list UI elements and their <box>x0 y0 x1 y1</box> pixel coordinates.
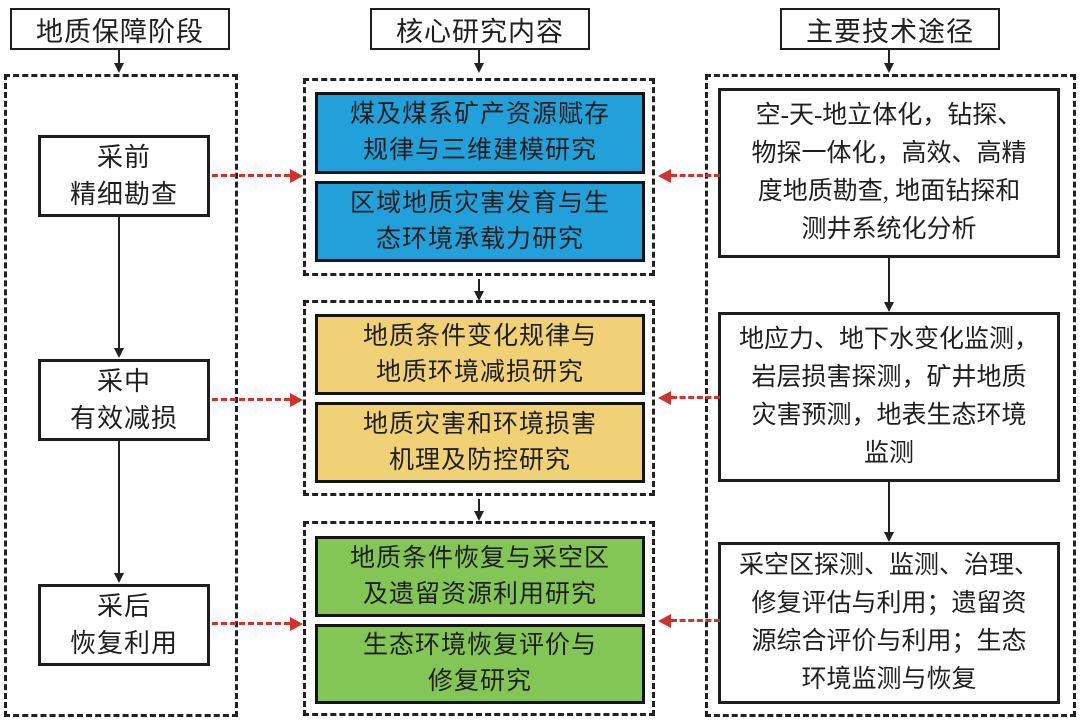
arrow-tech2-to-tech3 <box>884 482 894 542</box>
core-section-mining <box>303 300 655 496</box>
arrow-red-tech2-to-core <box>658 391 720 405</box>
tech-panel <box>705 74 1076 717</box>
core-box-hazard-damage-prevention: 地质灾害和环境损害 机理及防控研究 <box>315 402 645 483</box>
tech-box-monitoring: 地应力、地下水变化监测， 岩层损害探测，矿井地质 灾害预测，地表生态环境 监测 <box>718 312 1060 482</box>
header-core-research: 核心研究内容 <box>370 8 590 50</box>
arrow-red-stage2-to-core <box>212 393 303 407</box>
arrow-red-tech1-to-core <box>658 169 720 183</box>
arrow-core-sec1-to-sec2 <box>474 279 484 301</box>
arrow-core-sec2-to-sec3 <box>474 499 484 521</box>
stage-box-premining: 采前 精细勘查 <box>38 135 210 217</box>
stage-panel <box>4 74 238 717</box>
arrow-stage2-to-stage3 <box>114 441 124 583</box>
arrow-header-tech-down <box>884 50 894 73</box>
core-box-regional-hazard-capacity: 区域地质灾害发育与生 态环境承载力研究 <box>315 181 645 262</box>
header-stage: 地质保障阶段 <box>10 8 230 50</box>
core-section-postmining <box>303 521 655 716</box>
arrow-tech1-to-tech2 <box>884 258 894 312</box>
arrow-header-stage-down <box>114 50 124 73</box>
core-box-coal-resource-modeling: 煤及煤系矿产资源赋存 规律与三维建模研究 <box>315 92 645 174</box>
stage-box-postmining: 采后 恢复利用 <box>38 584 210 666</box>
arrow-header-core-down <box>474 50 484 73</box>
core-box-eco-restoration-evaluation: 生态环境恢复评价与 修复研究 <box>315 624 645 704</box>
stage-box-mining: 采中 有效减损 <box>38 359 210 441</box>
header-tech-approach: 主要技术途径 <box>780 8 1000 50</box>
core-section-premining <box>303 78 655 276</box>
arrow-red-stage3-to-core <box>212 617 303 631</box>
arrow-stage1-to-stage2 <box>114 217 124 358</box>
tech-box-exploration: 空-天-地立体化，钻探、 物探一体化，高效、高精 度地质勘查, 地面钻探和 测井… <box>718 88 1060 258</box>
tech-box-goaf-recovery: 采空区探测、监测、治理、 修复评估与利用；遗留资 源综合评价与利用；生态 环境监… <box>718 542 1060 704</box>
arrow-red-tech3-to-core <box>658 614 720 628</box>
core-box-condition-change-mitigation: 地质条件变化规律与 地质环境减损研究 <box>315 314 645 395</box>
core-box-goaf-resource-utilization: 地质条件恢复与采空区 及遗留资源利用研究 <box>315 536 645 617</box>
arrow-red-stage1-to-core <box>212 169 303 183</box>
